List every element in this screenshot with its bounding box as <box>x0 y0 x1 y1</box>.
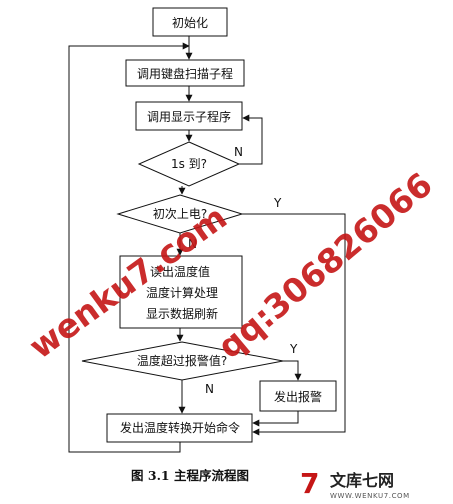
label-firstpower-yes: Y <box>273 196 282 210</box>
init-label: 初始化 <box>172 16 208 30</box>
keyboard-scan-label: 调用键盘扫描子程 <box>137 66 233 81</box>
display-sub-label: 调用显示子程序 <box>147 109 231 124</box>
convert-label: 发出温度转换开始命令 <box>120 420 240 435</box>
logo-mark: 7 <box>300 467 319 500</box>
site-logo: 7 文库七网 WWW.WENKU7.COM <box>300 467 410 500</box>
edge-alarm-convert <box>252 411 299 427</box>
one-sec-label: 1s 到? <box>171 157 207 171</box>
figure-caption: 图 3.1 主程序流程图 <box>131 468 249 483</box>
process-block <box>119 255 243 329</box>
logo-name: 文库七网 <box>330 471 394 490</box>
logo-url: WWW.WENKU7.COM <box>330 492 410 500</box>
watermark-qq: qq:306826066 <box>210 165 440 367</box>
edge-convert-loop <box>68 42 190 453</box>
first-power-label: 初次上电? <box>153 207 207 221</box>
refresh-label: 显示数据刷新 <box>146 306 218 321</box>
label-overlimit-yes: Y <box>289 342 298 356</box>
one-sec-decision <box>137 141 241 187</box>
label-onesec-no: N <box>234 145 243 159</box>
edge-firstpower-yes <box>242 213 346 436</box>
keyboard-scan-box <box>125 59 245 87</box>
label-firstpower-no: N <box>188 237 197 251</box>
alarm-label: 发出报警 <box>274 389 322 404</box>
alarm-box <box>259 380 337 412</box>
label-overlimit-no: N <box>205 382 214 396</box>
edge-onesec-no-loop <box>239 114 263 165</box>
read-temp-label: 读出温度值 <box>150 264 210 279</box>
calc-label: 温度计算处理 <box>146 285 218 300</box>
over-limit-label: 温度超过报警值? <box>137 353 227 368</box>
init-box <box>152 7 228 37</box>
edge-overlimit-yes <box>283 360 302 381</box>
